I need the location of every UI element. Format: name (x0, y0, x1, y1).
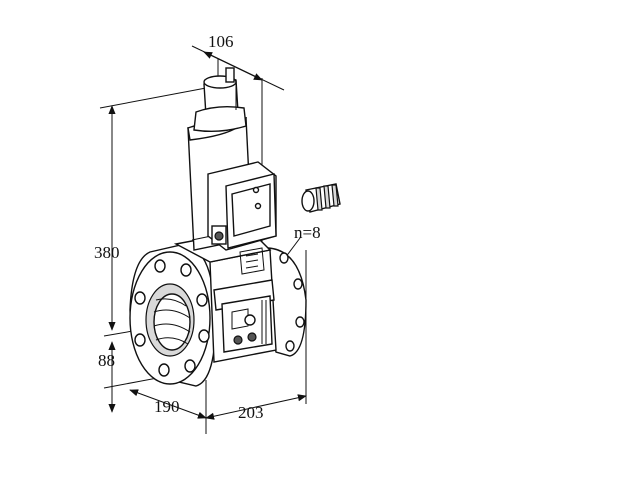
dim-axis-height: 88 (98, 351, 115, 370)
dim-overall-height: 380 (94, 243, 120, 262)
flange-bolt-holes (134, 259, 210, 377)
inlet-flange (129, 243, 215, 387)
cable-gland (301, 183, 341, 213)
actuator-cap (193, 67, 247, 133)
bolt-count-label: n=8 (294, 223, 321, 242)
dimension-labels: 106 380 88 190 203 n=8 (94, 32, 321, 422)
dim-top-width: 106 (208, 32, 234, 51)
dim-depth: 190 (154, 397, 180, 416)
dim-length: 203 (238, 403, 264, 422)
connector-box (207, 161, 277, 275)
regulator-module (221, 295, 273, 353)
